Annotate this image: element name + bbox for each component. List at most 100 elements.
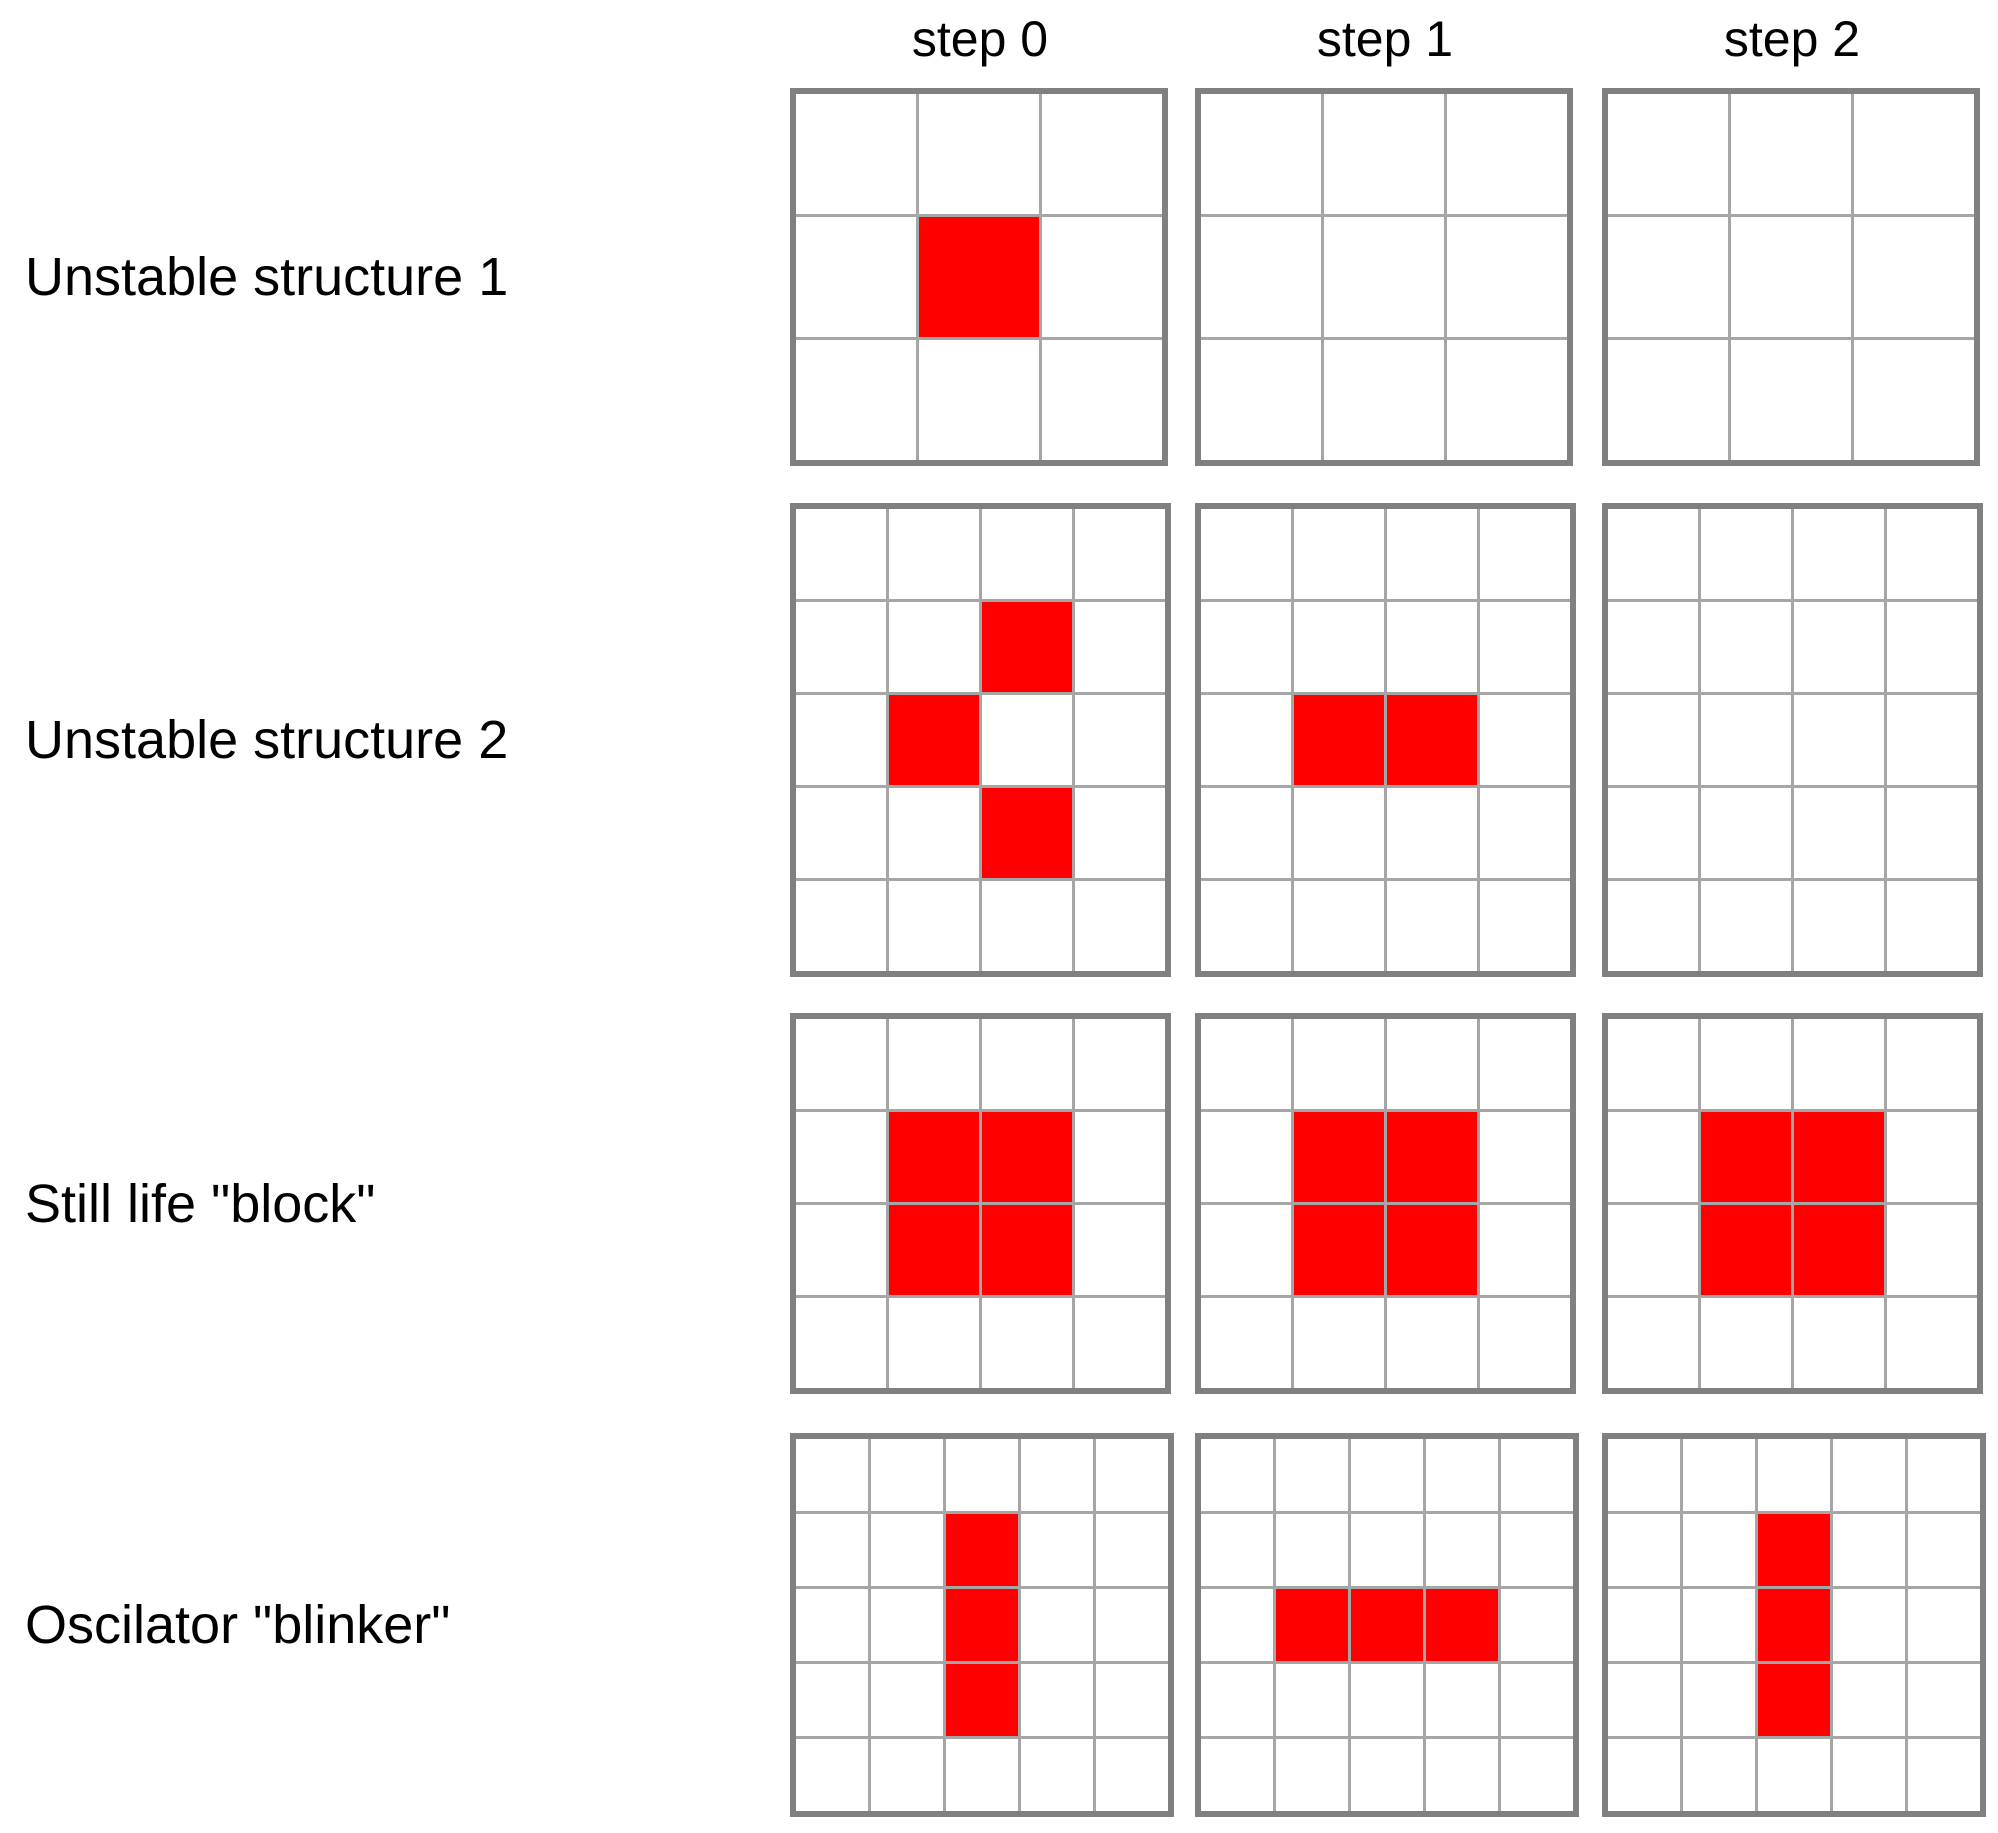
dead-cell [1021, 1739, 1093, 1811]
alive-cell [1387, 1112, 1477, 1202]
alive-cell [1701, 1205, 1791, 1295]
dead-cell [1201, 1514, 1273, 1586]
dead-cell [796, 340, 916, 460]
grid-still-life-block-step-2 [1602, 1013, 1983, 1394]
dead-cell [1608, 509, 1698, 599]
alive-cell [1794, 1205, 1884, 1295]
dead-cell [1021, 1514, 1093, 1586]
dead-cell [1758, 1439, 1830, 1511]
dead-cell [1480, 695, 1570, 785]
step-2-header: step 2 [1723, 11, 1861, 67]
grid-unstable-structure-2-step-0 [790, 503, 1171, 977]
dead-cell [1608, 1205, 1698, 1295]
dead-cell [1701, 881, 1791, 971]
dead-cell [1908, 1514, 1980, 1586]
dead-cell [1075, 695, 1165, 785]
dead-cell [1794, 509, 1884, 599]
alive-cell [982, 788, 1072, 878]
alive-cell [919, 217, 1039, 337]
dead-cell [1608, 602, 1698, 692]
dead-cell [1201, 1664, 1273, 1736]
dead-cell [1075, 881, 1165, 971]
grid-oscillator-blinker-step-1 [1195, 1433, 1579, 1817]
dead-cell [1833, 1439, 1905, 1511]
dead-cell [1294, 509, 1384, 599]
dead-cell [1096, 1439, 1168, 1511]
dead-cell [1887, 788, 1977, 878]
dead-cell [1276, 1514, 1348, 1586]
dead-cell [796, 1298, 886, 1388]
dead-cell [1021, 1664, 1093, 1736]
dead-cell [1608, 217, 1728, 337]
dead-cell [796, 1514, 868, 1586]
dead-cell [1201, 1439, 1273, 1511]
dead-cell [1833, 1589, 1905, 1661]
alive-cell [982, 602, 1072, 692]
dead-cell [1608, 1739, 1680, 1811]
alive-cell [1701, 1112, 1791, 1202]
dead-cell [1447, 94, 1567, 214]
dead-cell [1276, 1664, 1348, 1736]
dead-cell [1201, 217, 1321, 337]
dead-cell [889, 602, 979, 692]
dead-cell [1201, 602, 1291, 692]
dead-cell [1887, 695, 1977, 785]
step-1-header: step 1 [1316, 11, 1454, 67]
dead-cell [1351, 1739, 1423, 1811]
alive-cell [1387, 1205, 1477, 1295]
dead-cell [1794, 1019, 1884, 1109]
dead-cell [1887, 509, 1977, 599]
alive-cell [982, 1112, 1072, 1202]
dead-cell [1683, 1664, 1755, 1736]
dead-cell [1908, 1589, 1980, 1661]
dead-cell [871, 1739, 943, 1811]
dead-cell [1887, 1112, 1977, 1202]
dead-cell [1075, 788, 1165, 878]
grid-unstable-structure-1-step-1 [1195, 88, 1573, 466]
dead-cell [1908, 1664, 1980, 1736]
dead-cell [1042, 94, 1162, 214]
dead-cell [1096, 1739, 1168, 1811]
dead-cell [796, 509, 886, 599]
dead-cell [1608, 1664, 1680, 1736]
dead-cell [982, 1019, 1072, 1109]
dead-cell [1608, 1112, 1698, 1202]
dead-cell [1887, 1298, 1977, 1388]
dead-cell [1887, 1205, 1977, 1295]
dead-cell [1324, 94, 1444, 214]
dead-cell [1276, 1739, 1348, 1811]
dead-cell [1794, 695, 1884, 785]
dead-cell [1480, 509, 1570, 599]
dead-cell [1426, 1514, 1498, 1586]
dead-cell [1294, 602, 1384, 692]
dead-cell [1387, 602, 1477, 692]
dead-cell [1794, 788, 1884, 878]
dead-cell [1294, 788, 1384, 878]
dead-cell [1021, 1439, 1093, 1511]
dead-cell [1480, 1112, 1570, 1202]
dead-cell [1608, 1514, 1680, 1586]
dead-cell [889, 1298, 979, 1388]
dead-cell [796, 1205, 886, 1295]
dead-cell [1201, 340, 1321, 460]
dead-cell [1501, 1514, 1573, 1586]
alive-cell [1294, 1205, 1384, 1295]
dead-cell [1201, 881, 1291, 971]
alive-cell [1294, 695, 1384, 785]
alive-cell [982, 1205, 1072, 1295]
dead-cell [1201, 1589, 1273, 1661]
dead-cell [1201, 94, 1321, 214]
dead-cell [1075, 1019, 1165, 1109]
dead-cell [1887, 881, 1977, 971]
dead-cell [1387, 1298, 1477, 1388]
dead-cell [1683, 1439, 1755, 1511]
dead-cell [1201, 1739, 1273, 1811]
grid-oscillator-blinker-step-0 [790, 1433, 1174, 1817]
dead-cell [1480, 788, 1570, 878]
alive-cell [1758, 1589, 1830, 1661]
dead-cell [1201, 788, 1291, 878]
dead-cell [1608, 340, 1728, 460]
dead-cell [1447, 217, 1567, 337]
alive-cell [1794, 1112, 1884, 1202]
